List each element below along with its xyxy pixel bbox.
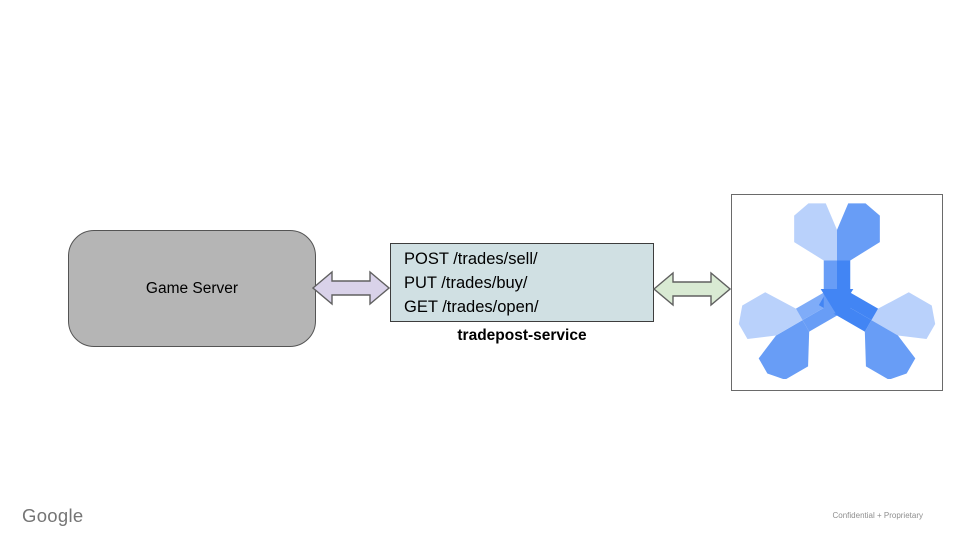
wrench-jaw-face bbox=[738, 292, 803, 339]
wrench-jaw-face bbox=[758, 320, 810, 379]
wrench-jaw-face bbox=[871, 292, 936, 339]
wrench-jaw-face bbox=[837, 203, 880, 261]
service-node: POST /trades/sell/ PUT /trades/buy/ GET … bbox=[390, 243, 654, 322]
endpoint-line: POST /trades/sell/ bbox=[404, 250, 538, 268]
arrow-right-shape bbox=[653, 271, 731, 307]
wrench-jaw-face bbox=[864, 320, 916, 379]
endpoint-line: GET /trades/open/ bbox=[404, 298, 539, 316]
wrench-jaw-face bbox=[794, 203, 837, 261]
matchmaker-node bbox=[731, 194, 943, 391]
bidirectional-arrow-right-icon bbox=[653, 271, 731, 307]
confidential-note: Confidential + Proprietary bbox=[832, 511, 924, 520]
open-match-logo-icon bbox=[738, 203, 936, 379]
arrow-left-shape bbox=[312, 270, 390, 306]
google-logo: Google bbox=[22, 505, 84, 526]
game-server-label: Game Server bbox=[145, 279, 239, 297]
wrench-top bbox=[794, 203, 880, 314]
wrench-hub-face bbox=[820, 289, 854, 316]
game-server-node: Game Server bbox=[68, 230, 316, 347]
service-caption: tradepost-service bbox=[457, 327, 587, 344]
bidirectional-arrow-left-icon bbox=[312, 270, 390, 306]
endpoint-line: PUT /trades/buy/ bbox=[404, 274, 528, 292]
